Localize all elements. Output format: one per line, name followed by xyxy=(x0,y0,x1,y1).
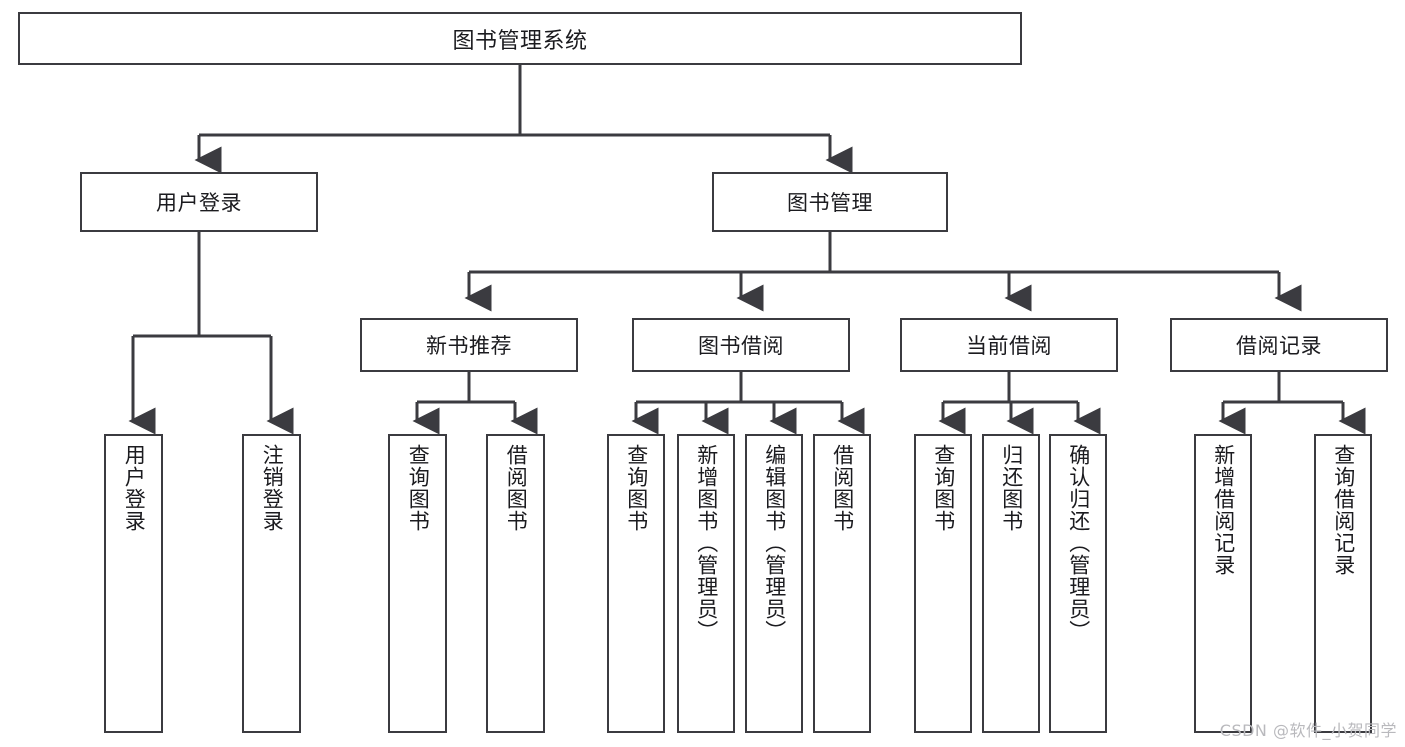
leaf-book-borrow-edit-book-admin[interactable]: 编辑图书（管理员） xyxy=(745,434,803,733)
leaf-label: 查询图书 xyxy=(624,444,649,532)
leaf-borrow-record-add-record[interactable]: 新增借阅记录 xyxy=(1194,434,1252,733)
leaf-book-borrow-add-book-admin[interactable]: 新增图书（管理员） xyxy=(677,434,735,733)
node-book-borrow-label: 图书借阅 xyxy=(698,334,784,358)
node-root-system[interactable]: 图书管理系统 xyxy=(18,12,1022,65)
leaf-user-login-signin[interactable]: 用户登录 xyxy=(104,434,163,733)
leaf-current-borrow-return-book[interactable]: 归还图书 xyxy=(982,434,1040,733)
leaf-book-borrow-query-book[interactable]: 查询图书 xyxy=(607,434,665,733)
leaf-label: 查询图书 xyxy=(406,444,431,532)
leaf-label: 确认归还（管理员） xyxy=(1066,444,1091,642)
leaf-label: 新增图书（管理员） xyxy=(694,444,719,642)
leaf-current-borrow-confirm-return-admin[interactable]: 确认归还（管理员） xyxy=(1049,434,1107,733)
leaf-label: 新增借阅记录 xyxy=(1211,444,1236,576)
node-borrow-record[interactable]: 借阅记录 xyxy=(1170,318,1388,372)
leaf-label: 查询借阅记录 xyxy=(1331,444,1356,576)
leaf-borrow-record-query-record[interactable]: 查询借阅记录 xyxy=(1314,434,1372,733)
node-current-borrow[interactable]: 当前借阅 xyxy=(900,318,1118,372)
node-new-book-recommend[interactable]: 新书推荐 xyxy=(360,318,578,372)
node-user-login[interactable]: 用户登录 xyxy=(80,172,318,232)
leaf-label: 编辑图书（管理员） xyxy=(762,444,787,642)
node-user-login-label: 用户登录 xyxy=(156,191,242,215)
node-current-borrow-label: 当前借阅 xyxy=(966,334,1052,358)
leaf-label: 借阅图书 xyxy=(830,444,855,532)
leaf-label: 用户登录 xyxy=(122,444,147,532)
leaf-book-borrow-borrow-book[interactable]: 借阅图书 xyxy=(813,434,871,733)
node-book-management-label: 图书管理 xyxy=(787,191,873,215)
leaf-current-borrow-query-book[interactable]: 查询图书 xyxy=(914,434,972,733)
leaf-label: 借阅图书 xyxy=(504,444,529,532)
node-root-label: 图书管理系统 xyxy=(452,28,588,54)
leaf-user-login-signout[interactable]: 注销登录 xyxy=(242,434,301,733)
leaf-label: 归还图书 xyxy=(999,444,1024,532)
leaf-label: 查询图书 xyxy=(931,444,956,532)
node-book-management[interactable]: 图书管理 xyxy=(712,172,948,232)
node-borrow-record-label: 借阅记录 xyxy=(1236,334,1322,358)
leaf-new-recommend-borrow-book[interactable]: 借阅图书 xyxy=(486,434,545,733)
leaf-label: 注销登录 xyxy=(260,444,285,532)
leaf-new-recommend-query-book[interactable]: 查询图书 xyxy=(388,434,447,733)
node-book-borrow[interactable]: 图书借阅 xyxy=(632,318,850,372)
node-new-book-recommend-label: 新书推荐 xyxy=(426,334,512,358)
